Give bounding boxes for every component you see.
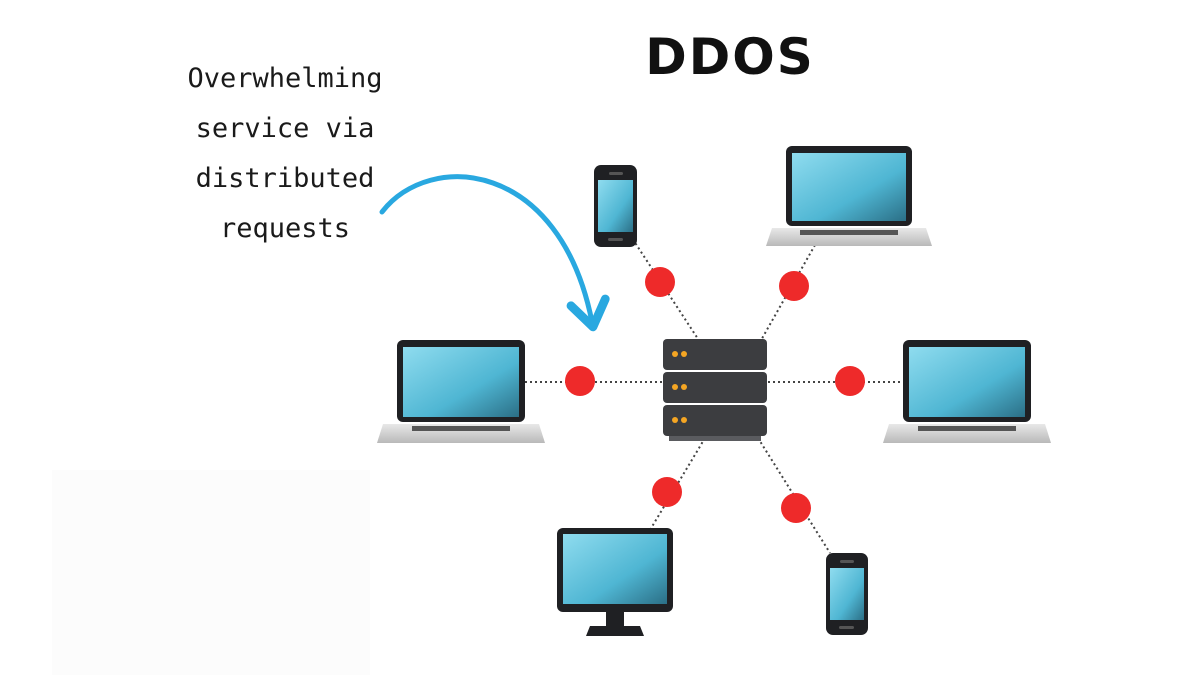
caption-line: service via bbox=[195, 113, 375, 144]
request-packets bbox=[565, 267, 865, 523]
laptop-icon bbox=[883, 340, 1051, 443]
request-packet bbox=[565, 366, 595, 396]
laptop-icon bbox=[377, 340, 545, 443]
smartphone-icon bbox=[826, 553, 868, 635]
caption-line: Overwhelming bbox=[187, 63, 383, 94]
caption-text: Overwhelming service via distributed req… bbox=[140, 54, 430, 254]
request-packet bbox=[652, 477, 682, 507]
background-panel bbox=[52, 470, 370, 675]
caption-line: requests bbox=[219, 213, 351, 244]
request-packet bbox=[645, 267, 675, 297]
caption-line: distributed bbox=[195, 163, 375, 194]
request-packet bbox=[779, 271, 809, 301]
connection-line bbox=[629, 234, 701, 343]
smartphone-icon bbox=[594, 165, 637, 247]
desktop-monitor-icon bbox=[557, 528, 673, 636]
diagram-title: DDOS bbox=[645, 28, 815, 86]
server-icon bbox=[663, 339, 767, 441]
request-packet bbox=[835, 366, 865, 396]
request-packet bbox=[781, 493, 811, 523]
laptop-icon bbox=[766, 146, 932, 246]
arrow-icon bbox=[379, 174, 610, 332]
